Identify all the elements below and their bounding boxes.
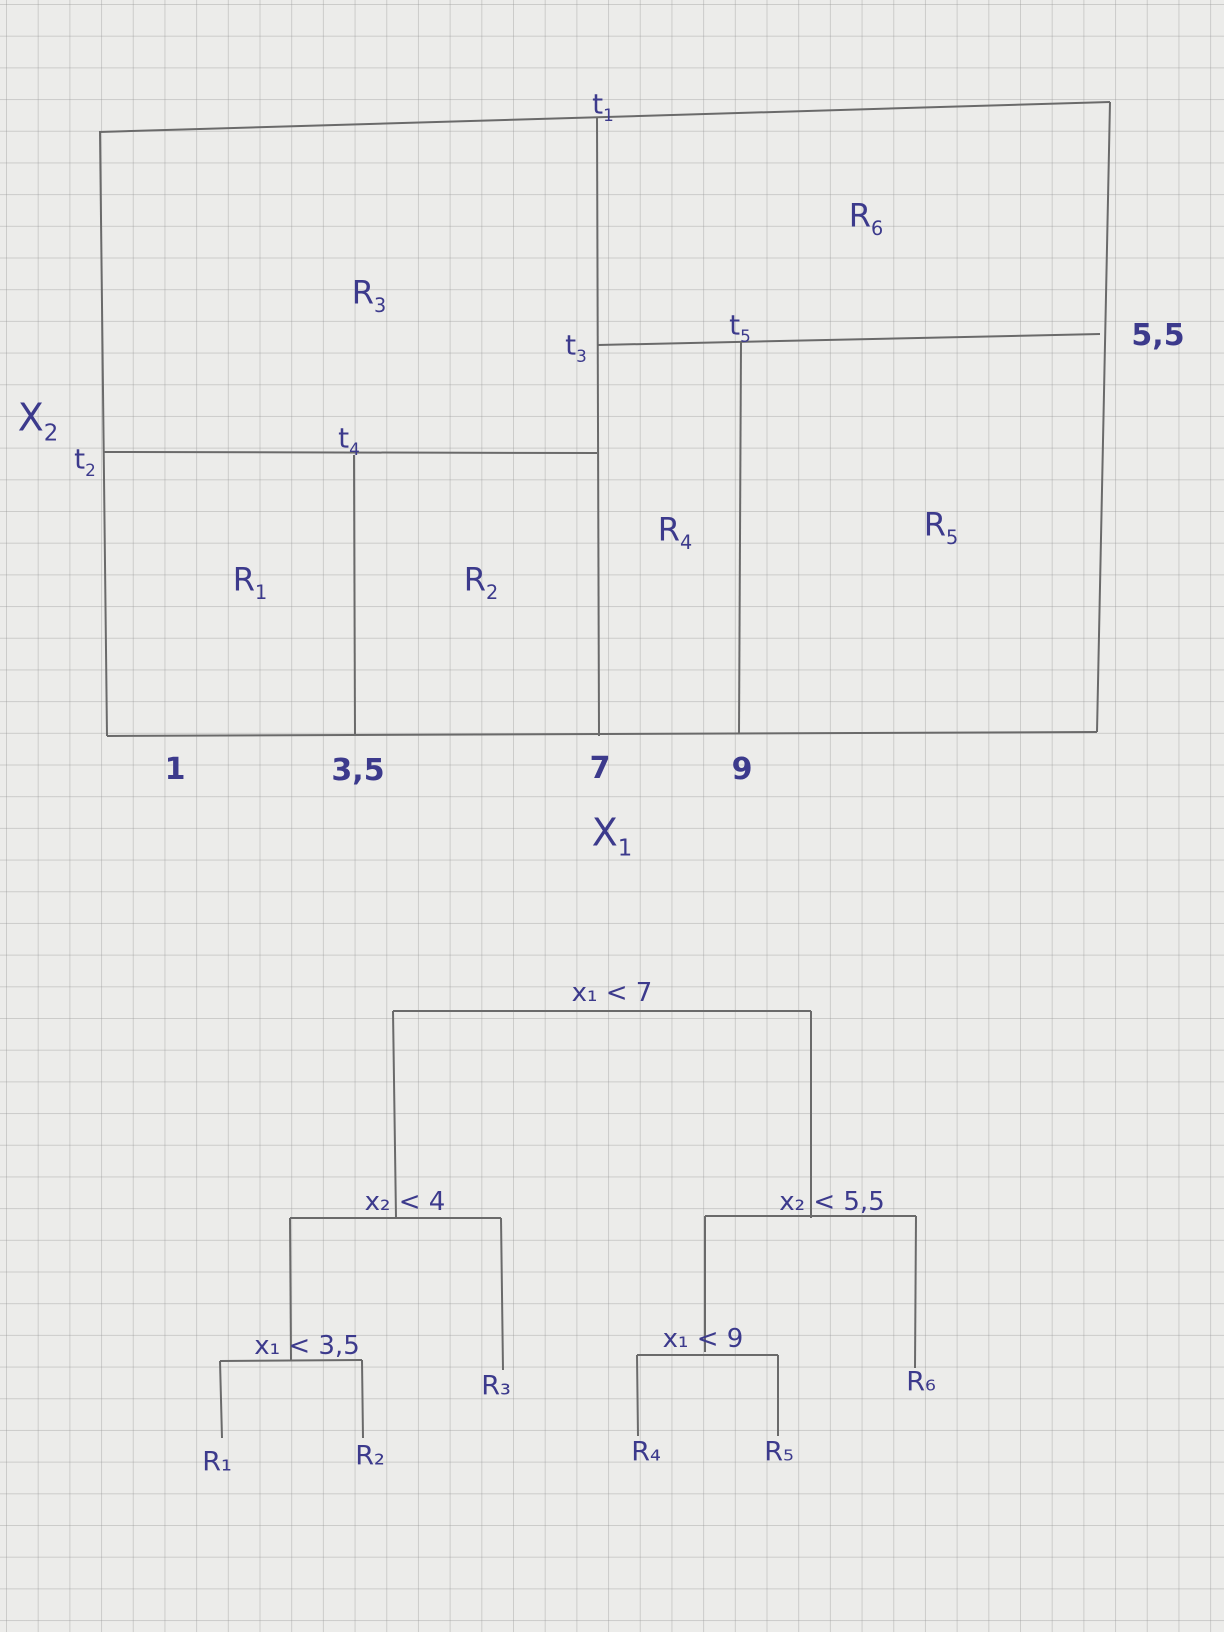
tree-node-right-left: x₁ < 9: [662, 1324, 744, 1354]
x-tick-7: 7: [589, 751, 611, 786]
region-label-r5: R5: [923, 505, 959, 550]
tree-left-left-stem: [289, 1217, 292, 1361]
x-tick-1: 1: [164, 752, 186, 787]
split-label-t1: t1: [592, 87, 614, 125]
tree-leftleft-left-stem: [219, 1360, 223, 1439]
partition-diagram: [98, 101, 1111, 737]
split-t4: [353, 454, 356, 737]
outer-box-top: [98, 101, 1111, 133]
x-axis-label: X1: [591, 810, 633, 862]
split-label-t5: t5: [729, 308, 751, 346]
split-t1: [596, 117, 600, 737]
x-tick-9: 9: [731, 752, 753, 787]
split-label-t4: t4: [338, 421, 360, 459]
decision-tree: [219, 1010, 917, 1439]
region-label-r2: R2: [463, 560, 499, 605]
outer-box-right: [1096, 101, 1111, 733]
split-label-t2: t2: [74, 442, 96, 480]
region-label-r4: R4: [657, 510, 693, 555]
split-t3: [597, 333, 1101, 346]
x-tick-3-5: 3,5: [331, 753, 385, 788]
tree-leftleft-right-stem: [361, 1359, 364, 1439]
split-label-t3: t3: [565, 328, 587, 366]
split-t2: [103, 451, 598, 454]
tree-leftleft-bar: [219, 1359, 363, 1362]
region-label-r6: R6: [848, 196, 884, 241]
tree-leaf-r4: R₄: [631, 1436, 661, 1468]
tree-leaf-r1: R₁: [202, 1446, 232, 1478]
tree-node-right: x₂ < 5,5: [779, 1187, 885, 1217]
region-label-r3: R3: [351, 273, 387, 318]
tree-leaf-r6: R₆: [906, 1366, 936, 1398]
region-label-r1: R1: [232, 560, 268, 605]
outer-box-left: [99, 131, 108, 737]
tree-root-left-stem: [392, 1010, 397, 1219]
tree-leaf-r5: R₅: [764, 1436, 794, 1468]
tree-node-left: x₂ < 4: [364, 1187, 446, 1217]
outer-box-bottom: [106, 731, 1098, 737]
y-tick-5-5: 5,5: [1131, 318, 1185, 353]
tree-right-right-stem: [914, 1215, 917, 1369]
tree-leaf-r3: R₃: [481, 1370, 511, 1402]
tree-rightleft-left-stem: [636, 1354, 639, 1437]
y-axis-label: X2: [17, 395, 59, 447]
tree-leaf-r2: R₂: [355, 1440, 385, 1472]
tree-left-right-stem: [500, 1217, 504, 1371]
split-t5: [738, 341, 742, 735]
tree-node-root: x₁ < 7: [571, 978, 653, 1008]
tree-node-left-left: x₁ < 3,5: [254, 1331, 360, 1361]
